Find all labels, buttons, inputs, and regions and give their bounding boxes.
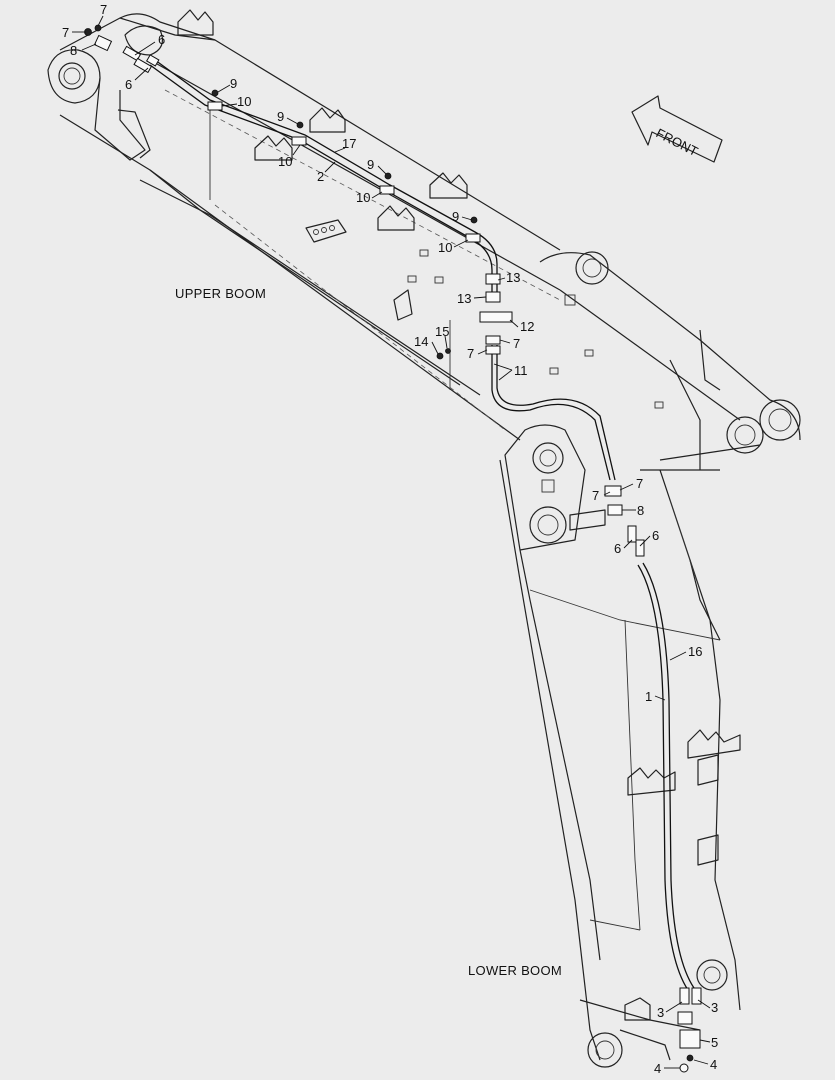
lower-boom-structure [499,424,741,1068]
callout-9: 9 [367,157,374,172]
callout-13: 13 [506,270,520,285]
fittings [84,24,702,1073]
callout-7: 7 [592,488,599,503]
callout-7: 7 [62,25,69,40]
callout-numbers: 7 7 8 6 6 9 10 9 10 17 2 9 10 9 10 13 13… [62,2,718,1076]
upper-boom-structure [47,9,664,441]
callout-6: 6 [158,32,165,47]
callout-4: 4 [654,1061,661,1076]
callout-7: 7 [467,346,474,361]
callout-8: 8 [637,503,644,518]
callout-8: 8 [70,43,77,58]
hydraulic-hoses [149,59,695,991]
callout-1: 1 [645,689,652,704]
callout-17: 17 [342,136,356,151]
callout-10: 10 [278,154,292,169]
callout-9: 9 [452,209,459,224]
callout-14: 14 [414,334,428,349]
callout-6: 6 [652,528,659,543]
callout-4: 4 [710,1057,717,1072]
callout-3: 3 [711,1000,718,1015]
callout-3: 3 [657,1005,664,1020]
callout-2: 2 [317,169,324,184]
front-label: FRONT [654,125,701,159]
callout-5: 5 [711,1035,718,1050]
callout-10: 10 [237,94,251,109]
lower-boom-label: LOWER BOOM [468,963,562,978]
callout-13: 13 [457,291,471,306]
callout-11: 11 [514,363,528,378]
callout-12: 12 [520,319,534,334]
callout-7: 7 [513,336,520,351]
boom-joint-structure [539,251,801,471]
callout-16: 16 [688,644,702,659]
callout-7: 7 [636,476,643,491]
leader-lines [72,15,711,1069]
callout-10: 10 [356,190,370,205]
callout-6: 6 [125,77,132,92]
callout-10: 10 [438,240,452,255]
callout-9: 9 [277,109,284,124]
callout-6: 6 [614,541,621,556]
front-direction-arrow: FRONT [631,95,723,163]
callout-9: 9 [230,76,237,91]
callout-15: 15 [435,324,449,339]
callout-7: 7 [100,2,107,17]
upper-boom-label: UPPER BOOM [175,286,266,301]
